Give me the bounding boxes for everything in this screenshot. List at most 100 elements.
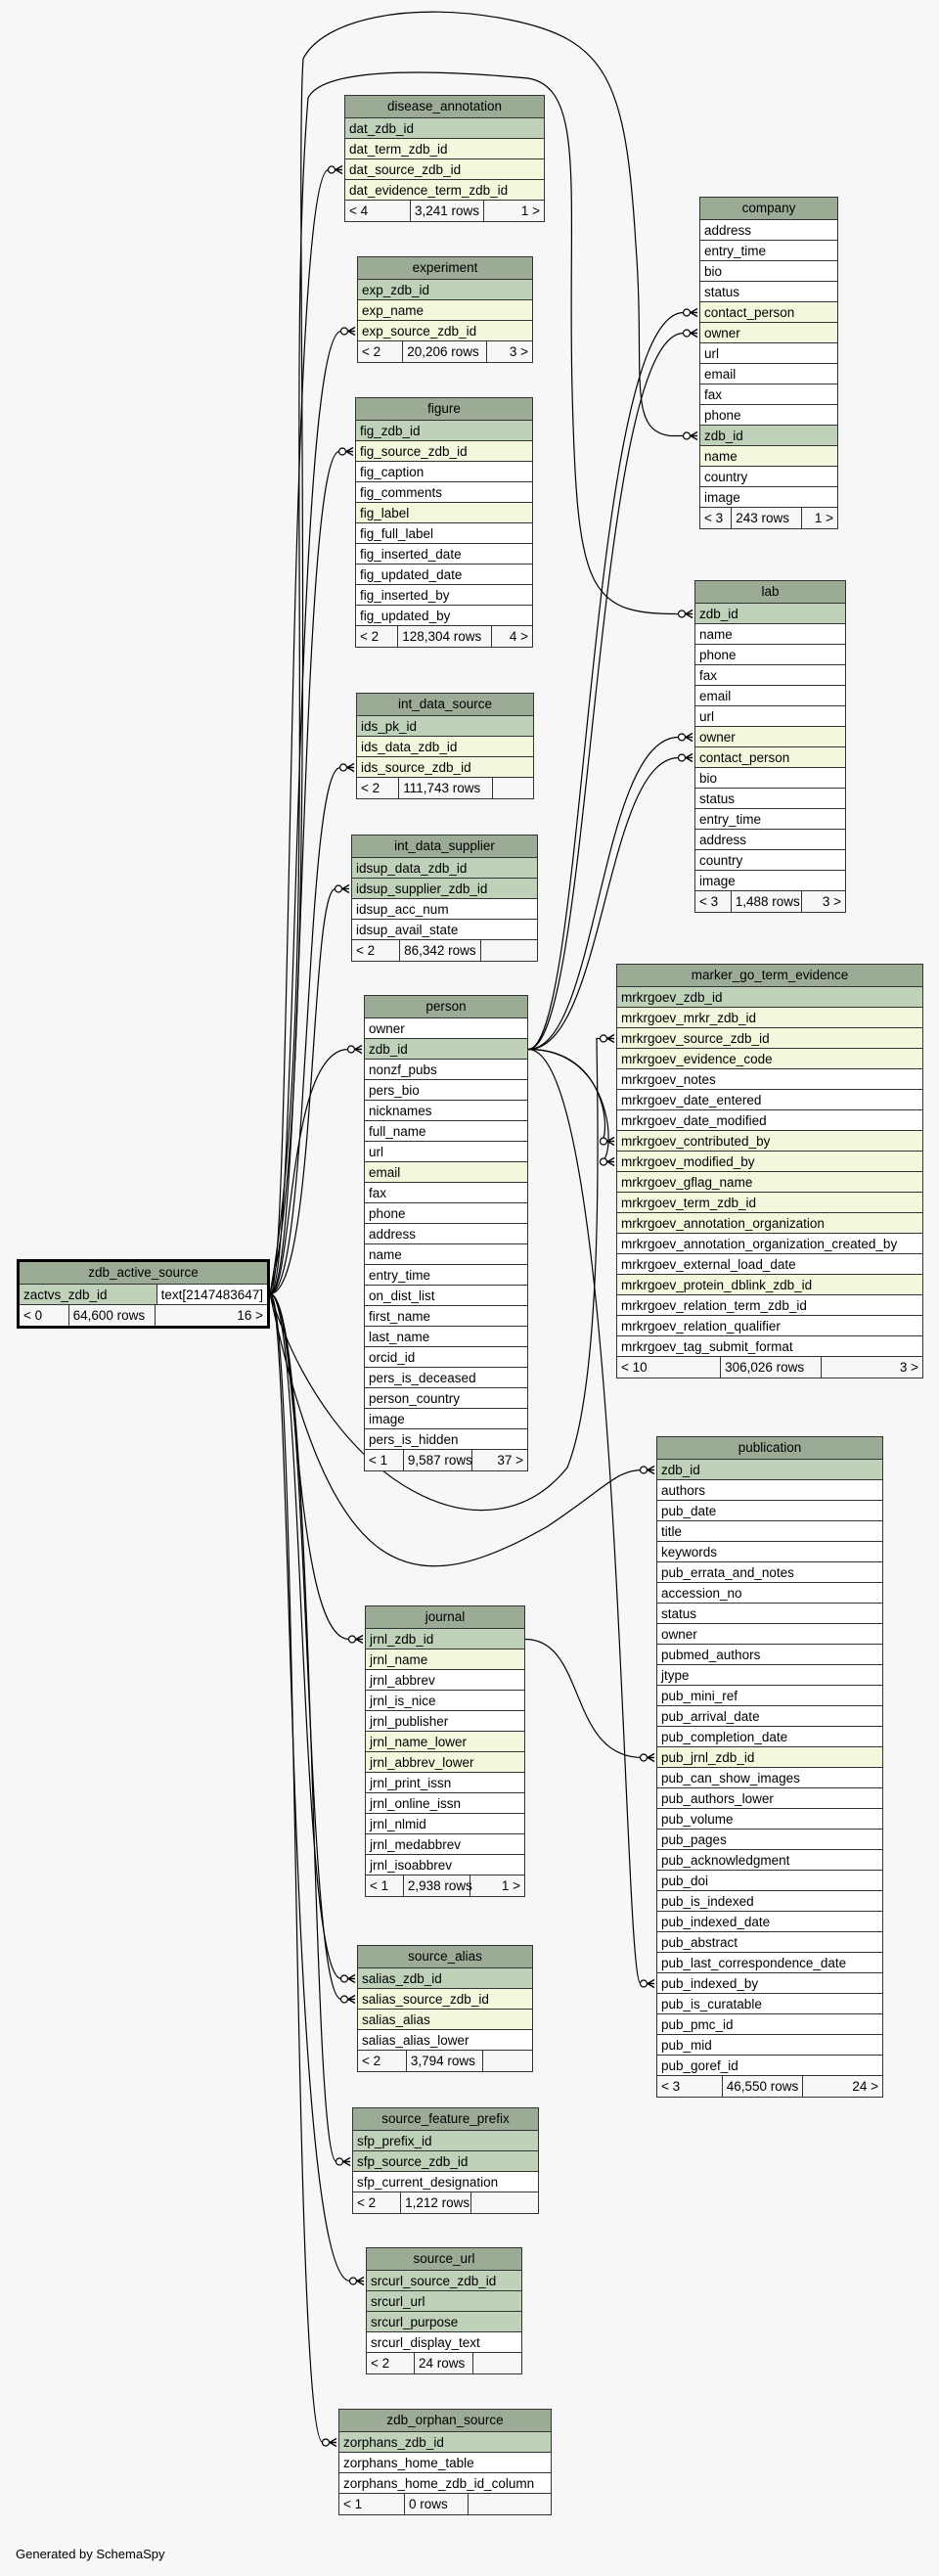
column-row[interactable]: mrkrgoev_source_zdb_id: [617, 1027, 922, 1049]
column-row[interactable]: jrnl_isoabbrev: [366, 1854, 524, 1876]
column-row[interactable]: phone: [695, 644, 845, 665]
column-row[interactable]: fax: [365, 1182, 527, 1203]
column-row[interactable]: pub_goref_id: [657, 2055, 882, 2076]
column-row[interactable]: jrnl_print_issn: [366, 1772, 524, 1793]
column-row[interactable]: nonzf_pubs: [365, 1059, 527, 1080]
column-row[interactable]: idsup_supplier_zdb_id: [352, 878, 537, 899]
parent-count[interactable]: < 2: [358, 2050, 407, 2071]
column-row[interactable]: last_name: [365, 1326, 527, 1347]
column-row[interactable]: owner: [657, 1623, 882, 1645]
child-count[interactable]: [493, 778, 533, 798]
column-row[interactable]: zdb_id: [700, 425, 837, 446]
column-row[interactable]: jrnl_zdb_id: [366, 1628, 524, 1650]
column-row[interactable]: name: [700, 445, 837, 467]
table-title[interactable]: lab: [695, 581, 845, 604]
column-row[interactable]: pub_volume: [657, 1808, 882, 1830]
column-row[interactable]: fig_zdb_id: [356, 420, 532, 441]
parent-count[interactable]: < 4: [345, 200, 411, 221]
table-title[interactable]: zdb_orphan_source: [339, 2410, 551, 2432]
column-row[interactable]: fax: [700, 384, 837, 405]
column-row[interactable]: pub_authors_lower: [657, 1787, 882, 1809]
child-count[interactable]: [469, 2494, 551, 2514]
column-row[interactable]: nicknames: [365, 1100, 527, 1121]
column-row[interactable]: pers_bio: [365, 1079, 527, 1101]
parent-count[interactable]: < 3: [657, 2075, 723, 2097]
column-row[interactable]: pub_mid: [657, 2034, 882, 2056]
column-row[interactable]: pub_pmc_id: [657, 2013, 882, 2035]
column-row[interactable]: srcurl_purpose: [367, 2311, 521, 2332]
column-row[interactable]: mrkrgoev_zdb_id: [617, 986, 922, 1008]
column-row[interactable]: mrkrgoev_protein_dblink_zdb_id: [617, 1274, 922, 1295]
parent-count[interactable]: < 2: [357, 777, 400, 798]
child-count[interactable]: 4 >: [509, 628, 528, 644]
column-row[interactable]: srcurl_display_text: [367, 2331, 521, 2353]
column-row[interactable]: pub_completion_date: [657, 1726, 882, 1747]
column-row[interactable]: mrkrgoev_date_entered: [617, 1089, 922, 1110]
parent-count[interactable]: < 2: [358, 340, 404, 362]
column-row[interactable]: name: [695, 623, 845, 645]
column-row[interactable]: address: [700, 219, 837, 241]
column-row[interactable]: salias_zdb_id: [358, 1967, 532, 1989]
column-row[interactable]: pub_pages: [657, 1829, 882, 1850]
column-row[interactable]: pub_abstract: [657, 1931, 882, 1953]
column-row[interactable]: pub_is_indexed: [657, 1890, 882, 1912]
table-title[interactable]: source_url: [367, 2248, 521, 2271]
column-row[interactable]: fig_label: [356, 502, 532, 523]
column-row[interactable]: jrnl_nlmid: [366, 1813, 524, 1834]
column-row[interactable]: jrnl_abbrev: [366, 1669, 524, 1691]
column-row[interactable]: ids_pk_id: [357, 715, 533, 737]
column-row[interactable]: mrkrgoev_notes: [617, 1068, 922, 1090]
table-title[interactable]: person: [365, 996, 527, 1018]
column-row[interactable]: mrkrgoev_relation_qualifier: [617, 1315, 922, 1336]
child-count[interactable]: [473, 2353, 521, 2373]
column-row[interactable]: country: [700, 466, 837, 487]
column-row[interactable]: jrnl_name_lower: [366, 1731, 524, 1752]
column-row[interactable]: zorphans_home_zdb_id_column: [339, 2472, 551, 2494]
table-title[interactable]: int_data_source: [357, 694, 533, 716]
column-row[interactable]: pub_doi: [657, 1870, 882, 1891]
column-row[interactable]: dat_evidence_term_zdb_id: [345, 179, 544, 201]
column-row[interactable]: image: [695, 870, 845, 891]
table-title[interactable]: disease_annotation: [345, 96, 544, 118]
column-row[interactable]: email: [365, 1161, 527, 1183]
child-count[interactable]: [483, 2051, 532, 2071]
table-title[interactable]: marker_go_term_evidence: [617, 965, 922, 987]
parent-count[interactable]: < 1: [365, 1449, 404, 1470]
column-row[interactable]: zdb_id: [695, 603, 845, 624]
column-row[interactable]: on_dist_list: [365, 1285, 527, 1306]
child-count[interactable]: 3 >: [899, 1359, 918, 1375]
column-row[interactable]: idsup_data_zdb_id: [352, 857, 537, 879]
table-title[interactable]: source_feature_prefix: [353, 2108, 538, 2131]
column-row[interactable]: salias_alias: [358, 2009, 532, 2030]
column-row[interactable]: pub_jrnl_zdb_id: [657, 1746, 882, 1768]
column-row[interactable]: dat_zdb_id: [345, 117, 544, 139]
column-row[interactable]: status: [695, 788, 845, 809]
column-row[interactable]: pub_last_correspondence_date: [657, 1952, 882, 1973]
column-row[interactable]: mrkrgoev_relation_term_zdb_id: [617, 1294, 922, 1316]
column-row[interactable]: zdb_id: [657, 1459, 882, 1480]
column-row[interactable]: mrkrgoev_mrkr_zdb_id: [617, 1007, 922, 1028]
column-row[interactable]: salias_alias_lower: [358, 2029, 532, 2051]
column-row[interactable]: jtype: [657, 1664, 882, 1686]
column-row[interactable]: contact_person: [695, 746, 845, 768]
column-row[interactable]: url: [700, 342, 837, 364]
column-row[interactable]: fig_inserted_by: [356, 584, 532, 606]
column-row[interactable]: exp_source_zdb_id: [358, 320, 532, 341]
column-row[interactable]: contact_person: [700, 301, 837, 323]
column-row[interactable]: pub_can_show_images: [657, 1767, 882, 1788]
column-row[interactable]: phone: [365, 1202, 527, 1224]
column-row[interactable]: pub_errata_and_notes: [657, 1561, 882, 1583]
column-row[interactable]: mrkrgoev_term_zdb_id: [617, 1192, 922, 1213]
column-row[interactable]: dat_source_zdb_id: [345, 158, 544, 180]
column-row[interactable]: image: [365, 1408, 527, 1429]
column-row[interactable]: mrkrgoev_annotation_organization_created…: [617, 1233, 922, 1254]
column-row[interactable]: fig_updated_date: [356, 564, 532, 585]
column-row[interactable]: sfp_prefix_id: [353, 2130, 538, 2151]
